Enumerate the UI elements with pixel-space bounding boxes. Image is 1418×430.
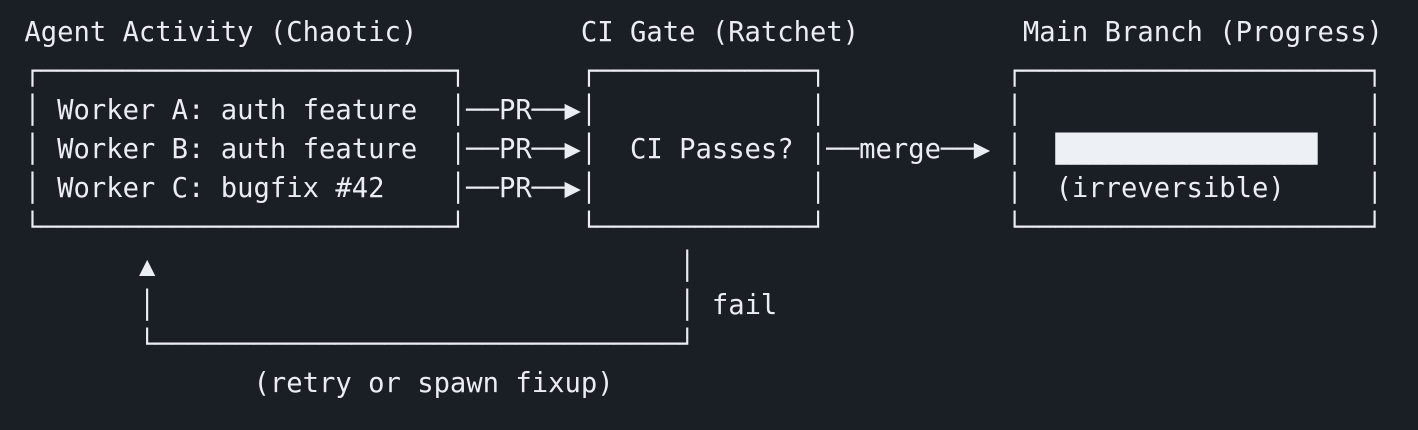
agent-box-top-border: ┌─────────────────────────┐ — [24, 56, 467, 87]
main-box-right-border: │ — [1366, 134, 1383, 165]
worker-b-label: Worker B: auth feature — [57, 134, 418, 165]
retry-note: (retry or spawn fixup) — [253, 368, 614, 399]
main-box-left-border: │ — [1006, 134, 1023, 165]
ci-box-right-border: │ — [810, 134, 827, 165]
retry-loop-bottom-rail: └────────────────────────────────┘ — [138, 329, 696, 360]
merge-arrow: ──merge──▶ — [826, 134, 991, 165]
irreversible-note: (irreversible) — [1055, 173, 1285, 204]
ci-box-left-border: │ — [580, 134, 598, 165]
agent-box-left-border: │ — [24, 134, 41, 165]
progress-bar: ████████████████ — [1055, 134, 1318, 165]
agent-box-bottom-border: └─────────────────────────┘ — [24, 212, 467, 243]
main-box-bottom-border: └─────────────────────┘ — [1006, 212, 1383, 243]
pr-arrow-c: ──PR──▶ — [466, 173, 581, 204]
main-box-right-border: │ — [1366, 95, 1383, 126]
pr-arrow-a: ──PR──▶ — [466, 95, 581, 126]
ci-box-left-border: │ — [580, 95, 598, 126]
ci-box-left-border: │ — [580, 173, 598, 204]
ci-passes-label: CI Passes? — [629, 134, 794, 165]
ci-box-right-border: │ — [810, 95, 827, 126]
agent-activity-title: Agent Activity (Chaotic) — [24, 17, 418, 48]
worker-a-label: Worker A: auth feature — [57, 95, 418, 126]
retry-line-segment: │ — [138, 290, 156, 321]
main-box-left-border: │ — [1006, 173, 1023, 204]
retry-up-arrowhead-icon: ▲ — [138, 251, 156, 282]
main-branch-title: Main Branch (Progress) — [1022, 17, 1383, 48]
main-box-right-border: │ — [1366, 173, 1383, 204]
worker-c-label: Worker C: bugfix #42 — [57, 173, 385, 204]
fail-line-segment: │ — [679, 251, 696, 282]
pr-arrow-b: ──PR──▶ — [466, 134, 581, 165]
agent-box-right-border: │ — [449, 95, 467, 126]
main-box-left-border: │ — [1006, 95, 1023, 126]
agent-box-left-border: │ — [24, 173, 41, 204]
ci-box-right-border: │ — [810, 173, 827, 204]
agent-box-right-border: │ — [449, 173, 467, 204]
fail-line-segment: │ — [679, 290, 696, 321]
agent-box-left-border: │ — [24, 95, 41, 126]
ci-box-top-border: ┌─────────────┐ — [580, 56, 827, 87]
agent-box-right-border: │ — [449, 134, 467, 165]
main-box-top-border: ┌─────────────────────┐ — [1006, 56, 1383, 87]
ci-gate-title: CI Gate (Ratchet) — [580, 17, 860, 48]
fail-label: fail — [711, 290, 778, 321]
ci-box-bottom-border: └─────────────┘ — [580, 212, 827, 243]
